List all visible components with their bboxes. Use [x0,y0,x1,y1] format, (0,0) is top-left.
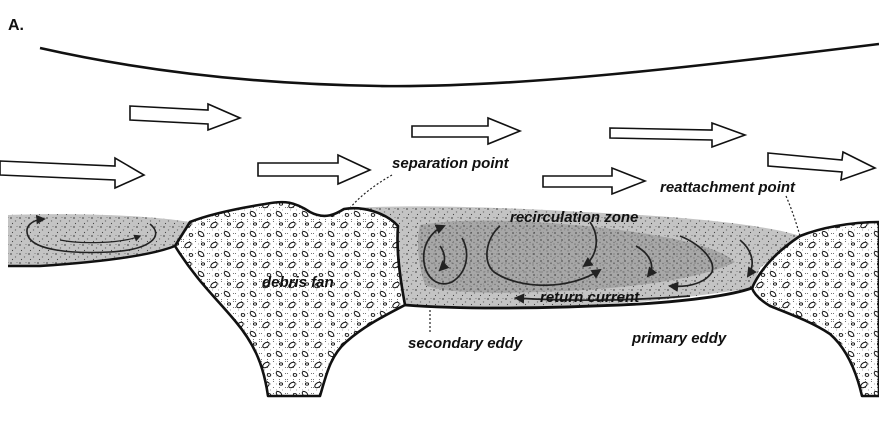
flow-arrow-icon [543,168,645,194]
return-current-label: return current [540,289,640,306]
flow-arrow-icon [610,123,745,147]
reattachment-point-leader [786,196,800,236]
separation-point-leader [350,175,392,208]
upstream-eddy-zone [8,214,190,266]
flow-arrow-icon [412,118,520,144]
secondary-eddy-label: secondary eddy [408,335,523,352]
flow-arrow-icon [130,104,240,130]
panel-label: A. [8,17,24,34]
debris-fan-shape [175,202,405,396]
flow-arrow-icon [0,158,144,188]
far-bank-line [40,44,879,86]
flow-arrow-icon [768,152,875,180]
flow-arrow-icon [258,155,370,184]
recirculation-zone-label: recirculation zone [510,209,638,226]
separation-point-label: separation point [392,155,510,172]
primary-eddy-label: primary eddy [631,330,727,347]
reattachment-point-label: reattachment point [660,179,796,196]
debris-fan-label: debris fan [262,274,334,291]
